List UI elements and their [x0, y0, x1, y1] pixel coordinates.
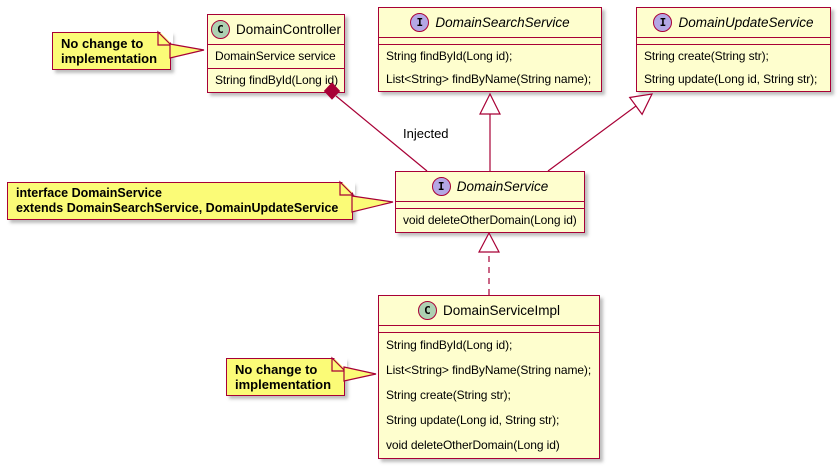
generalization-arrowhead	[479, 92, 501, 115]
method-row: String update(Long id, String str);	[386, 413, 560, 427]
fields-compartment-empty	[396, 201, 584, 208]
realization-arrowhead	[478, 231, 500, 253]
edge-label-injected: Injected	[403, 126, 449, 141]
interface-name: DomainUpdateService	[678, 15, 814, 30]
interface-name: DomainSearchService	[435, 15, 570, 30]
note-line: No change to	[61, 36, 144, 51]
note-controller: No change to implementation	[52, 32, 171, 70]
class-box-domaincontroller: C DomainController DomainService service…	[207, 14, 345, 93]
class-name: DomainServiceImpl	[442, 303, 561, 318]
fields-compartment-empty	[379, 325, 599, 332]
interface-letter-icon: I	[410, 13, 430, 32]
interface-letter-icon: I	[431, 177, 451, 196]
field-row: DomainService service	[208, 44, 344, 68]
method-row: List<String> findByName(String name);	[386, 363, 592, 377]
fields-compartment-empty	[637, 37, 830, 44]
note-impl: No change to implementation	[226, 358, 345, 396]
note-pointer	[343, 366, 377, 382]
class-header: C DomainServiceImpl	[379, 296, 599, 325]
interface-box-domainservice: I DomainService void deleteOtherDomain(L…	[395, 171, 585, 233]
interface-name: DomainService	[456, 179, 549, 194]
method-row: String findById(Long id)	[208, 68, 344, 92]
generalization-line-update	[547, 105, 637, 172]
class-letter-icon: C	[210, 20, 230, 39]
method-row: void deleteOtherDomain(Long id)	[386, 438, 560, 452]
note-pointer	[351, 195, 394, 213]
interface-box-domainsearchservice: I DomainSearchService String findById(Lo…	[378, 7, 602, 92]
interface-header: I DomainService	[396, 172, 584, 201]
method-row: void deleteOtherDomain(Long id)	[396, 208, 584, 232]
generalization-arrowhead	[628, 93, 654, 116]
method-row: String create(String str);	[637, 44, 830, 68]
note-line: No change to	[235, 362, 318, 377]
method-row: List<String> findByName(String name);	[386, 72, 592, 86]
class-header: C DomainController	[208, 15, 344, 44]
note-line: implementation	[235, 377, 332, 392]
interface-box-domainupdateservice: I DomainUpdateService String create(Stri…	[636, 7, 831, 92]
class-box-domainserviceimpl: C DomainServiceImpl String findById(Long…	[378, 295, 600, 459]
method-row: String update(Long id, String str);	[644, 72, 818, 86]
fields-compartment-empty	[379, 37, 601, 44]
method-row: String findById(Long id);	[379, 332, 599, 358]
note-pointer	[169, 43, 205, 59]
note-line: interface DomainService	[16, 186, 162, 200]
method-row: String create(String str);	[386, 388, 511, 402]
interface-header: I DomainUpdateService	[637, 8, 830, 37]
note-line: extends DomainSearchService, DomainUpdat…	[16, 201, 339, 215]
class-name: DomainController	[235, 22, 342, 37]
interface-header: I DomainSearchService	[379, 8, 601, 37]
method-row: String findById(Long id);	[379, 44, 601, 68]
note-domainservice: interface DomainService extends DomainSe…	[7, 182, 353, 220]
class-letter-icon: C	[417, 301, 437, 320]
interface-letter-icon: I	[653, 13, 673, 32]
note-line: implementation	[61, 51, 158, 66]
